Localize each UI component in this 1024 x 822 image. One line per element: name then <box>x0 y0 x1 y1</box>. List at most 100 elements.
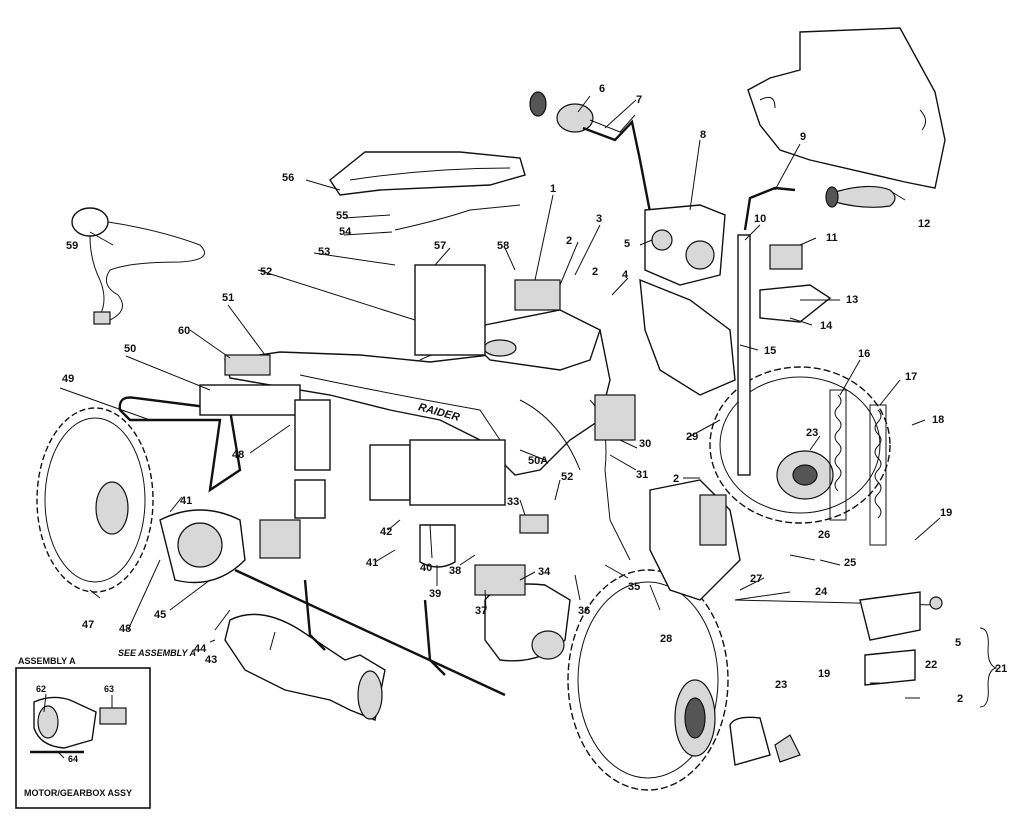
callout-48a: 48 <box>119 623 131 635</box>
callout-22: 22 <box>925 659 937 671</box>
front-wheel <box>567 569 729 791</box>
foot-pegs <box>303 579 446 676</box>
callout-51: 60 <box>178 325 190 337</box>
callout-5b: 5 <box>955 637 961 649</box>
callout-14: 14 <box>820 320 833 332</box>
callout-5a: 5 <box>624 238 630 250</box>
callout-2b: 2 <box>673 473 679 485</box>
callout-50a: 50A <box>528 455 548 467</box>
callout-28: 28 <box>660 633 672 645</box>
callout-52b: 52 <box>561 471 573 483</box>
callout-2a: 2 <box>566 235 572 247</box>
rear-springs <box>829 389 887 546</box>
callout-34: 34 <box>538 566 551 578</box>
callout-23a: 23 <box>806 427 818 439</box>
callout-41a: 41 <box>180 495 192 507</box>
callout-57: 56 <box>282 172 294 184</box>
callout-8: 8 <box>700 129 706 141</box>
inset-caption: MOTOR/GEARBOX ASSY <box>24 788 132 798</box>
steering-column <box>737 234 832 476</box>
callout-13: 13 <box>846 294 858 306</box>
callout-4: 4 <box>622 269 629 281</box>
callout-23b: 23 <box>775 679 787 691</box>
inset-title: ASSEMBLY A <box>18 656 76 666</box>
callout-53: 52 <box>260 266 272 278</box>
callout-24: 24 <box>815 586 828 598</box>
callout-45: 45 <box>154 609 166 621</box>
callout-7: 7 <box>636 94 642 106</box>
callout-37: 37 <box>475 605 487 617</box>
callout-41b: 41 <box>366 557 378 569</box>
callout-44: 44 <box>194 643 207 655</box>
callout-59: 58 <box>497 240 509 252</box>
callout-31: 31 <box>636 469 648 481</box>
inset-callout-62: 62 <box>36 684 46 694</box>
front-fork <box>639 278 741 601</box>
callout-42: 42 <box>380 526 392 538</box>
left-handlebar <box>529 91 652 213</box>
rear-left-wheel <box>36 407 154 593</box>
callout-33: 33 <box>507 496 519 508</box>
callout-48b: 48 <box>232 449 244 461</box>
see-assembly-note: SEE ASSEMBLY A <box>118 648 196 658</box>
callout-35: 35 <box>628 581 640 593</box>
callout-11: 11 <box>826 232 838 244</box>
callout-29: 29 <box>686 431 698 443</box>
callout-17: 17 <box>905 371 917 383</box>
callout-12: 12 <box>918 218 930 230</box>
callout-38: 38 <box>449 565 461 577</box>
right-handlebar <box>743 185 896 231</box>
callout-43: 43 <box>205 654 217 666</box>
callout-9: 9 <box>800 131 806 143</box>
callout-2c: 2 <box>957 693 963 705</box>
callout-3: 3 <box>596 213 602 225</box>
callout-58: 57 <box>434 240 446 252</box>
callout-55: 54 <box>339 226 352 238</box>
callout-54: 53 <box>318 246 330 258</box>
callout-25: 25 <box>844 557 856 569</box>
headlight-bracket <box>644 204 726 286</box>
leader-lines <box>59 95 941 699</box>
callout-1: 1 <box>550 183 556 195</box>
callout-15: 15 <box>764 345 776 357</box>
callout-10: 10 <box>754 213 766 225</box>
callout-49: 49 <box>62 373 74 385</box>
rear-right-wheel <box>709 366 891 524</box>
callout-52a: 51 <box>222 292 234 304</box>
callout-50: 50 <box>124 343 136 355</box>
callout-56: 55 <box>336 210 348 222</box>
callout-47: 47 <box>82 619 94 631</box>
callout-27: 27 <box>750 573 762 585</box>
assembly-a-inset: ASSEMBLY A 62 63 64 MOTOR/GEARBOX ASSY <box>15 656 151 809</box>
wiring-and-switches <box>394 204 636 561</box>
callout-60: 59 <box>66 240 78 252</box>
callout-2d: 2 <box>592 266 598 278</box>
windshield <box>747 27 946 189</box>
charger <box>71 207 205 325</box>
battery-cases <box>294 264 561 506</box>
callout-21: 21 <box>995 663 1007 675</box>
callout-19a: 19 <box>940 507 952 519</box>
inset-callout-63: 63 <box>104 684 114 694</box>
callout-18: 18 <box>932 414 944 426</box>
inset-callout-64: 64 <box>68 754 78 764</box>
callout-36: 36 <box>578 605 590 617</box>
hub-caps <box>729 716 801 766</box>
drive-motor-left <box>159 479 326 584</box>
callout-19b: 19 <box>818 668 830 680</box>
callout-40: 40 <box>420 562 432 574</box>
callout-30: 30 <box>639 438 651 450</box>
seat <box>329 151 526 196</box>
callout-39: 39 <box>429 588 441 600</box>
callout-labels: 1 2 2 2 2 3 4 5 5 6 7 8 9 10 11 12 13 14… <box>62 83 1007 705</box>
rear-rack <box>118 354 301 493</box>
muffler <box>224 613 386 721</box>
fuel-tank <box>458 309 601 371</box>
callout-26: 26 <box>818 529 830 541</box>
cylinders-39-40 <box>419 524 456 568</box>
group-bracket <box>979 627 998 708</box>
callout-6: 6 <box>599 83 605 95</box>
callout-16: 16 <box>858 348 870 360</box>
motor-gearbox <box>474 564 571 662</box>
